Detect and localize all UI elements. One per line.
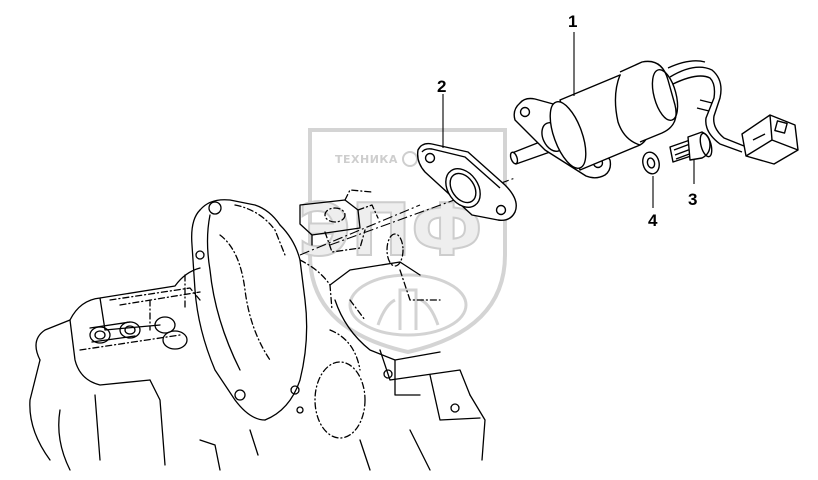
callout-leaders [442,32,695,208]
callout-1: 1 [568,12,577,31]
watermark-emblem [376,288,440,330]
gasket [416,142,517,222]
callout-2: 2 [437,77,446,96]
solenoid [509,60,799,179]
bolt [669,131,713,163]
callout-4: 4 [648,211,658,230]
callout-3: 3 [688,190,697,209]
watermark-text: ТЕХНИКА [335,153,398,166]
watermark: ТЕХНИКА ЭПФ [297,128,507,355]
engine-housing [29,189,486,471]
washer [642,151,660,175]
